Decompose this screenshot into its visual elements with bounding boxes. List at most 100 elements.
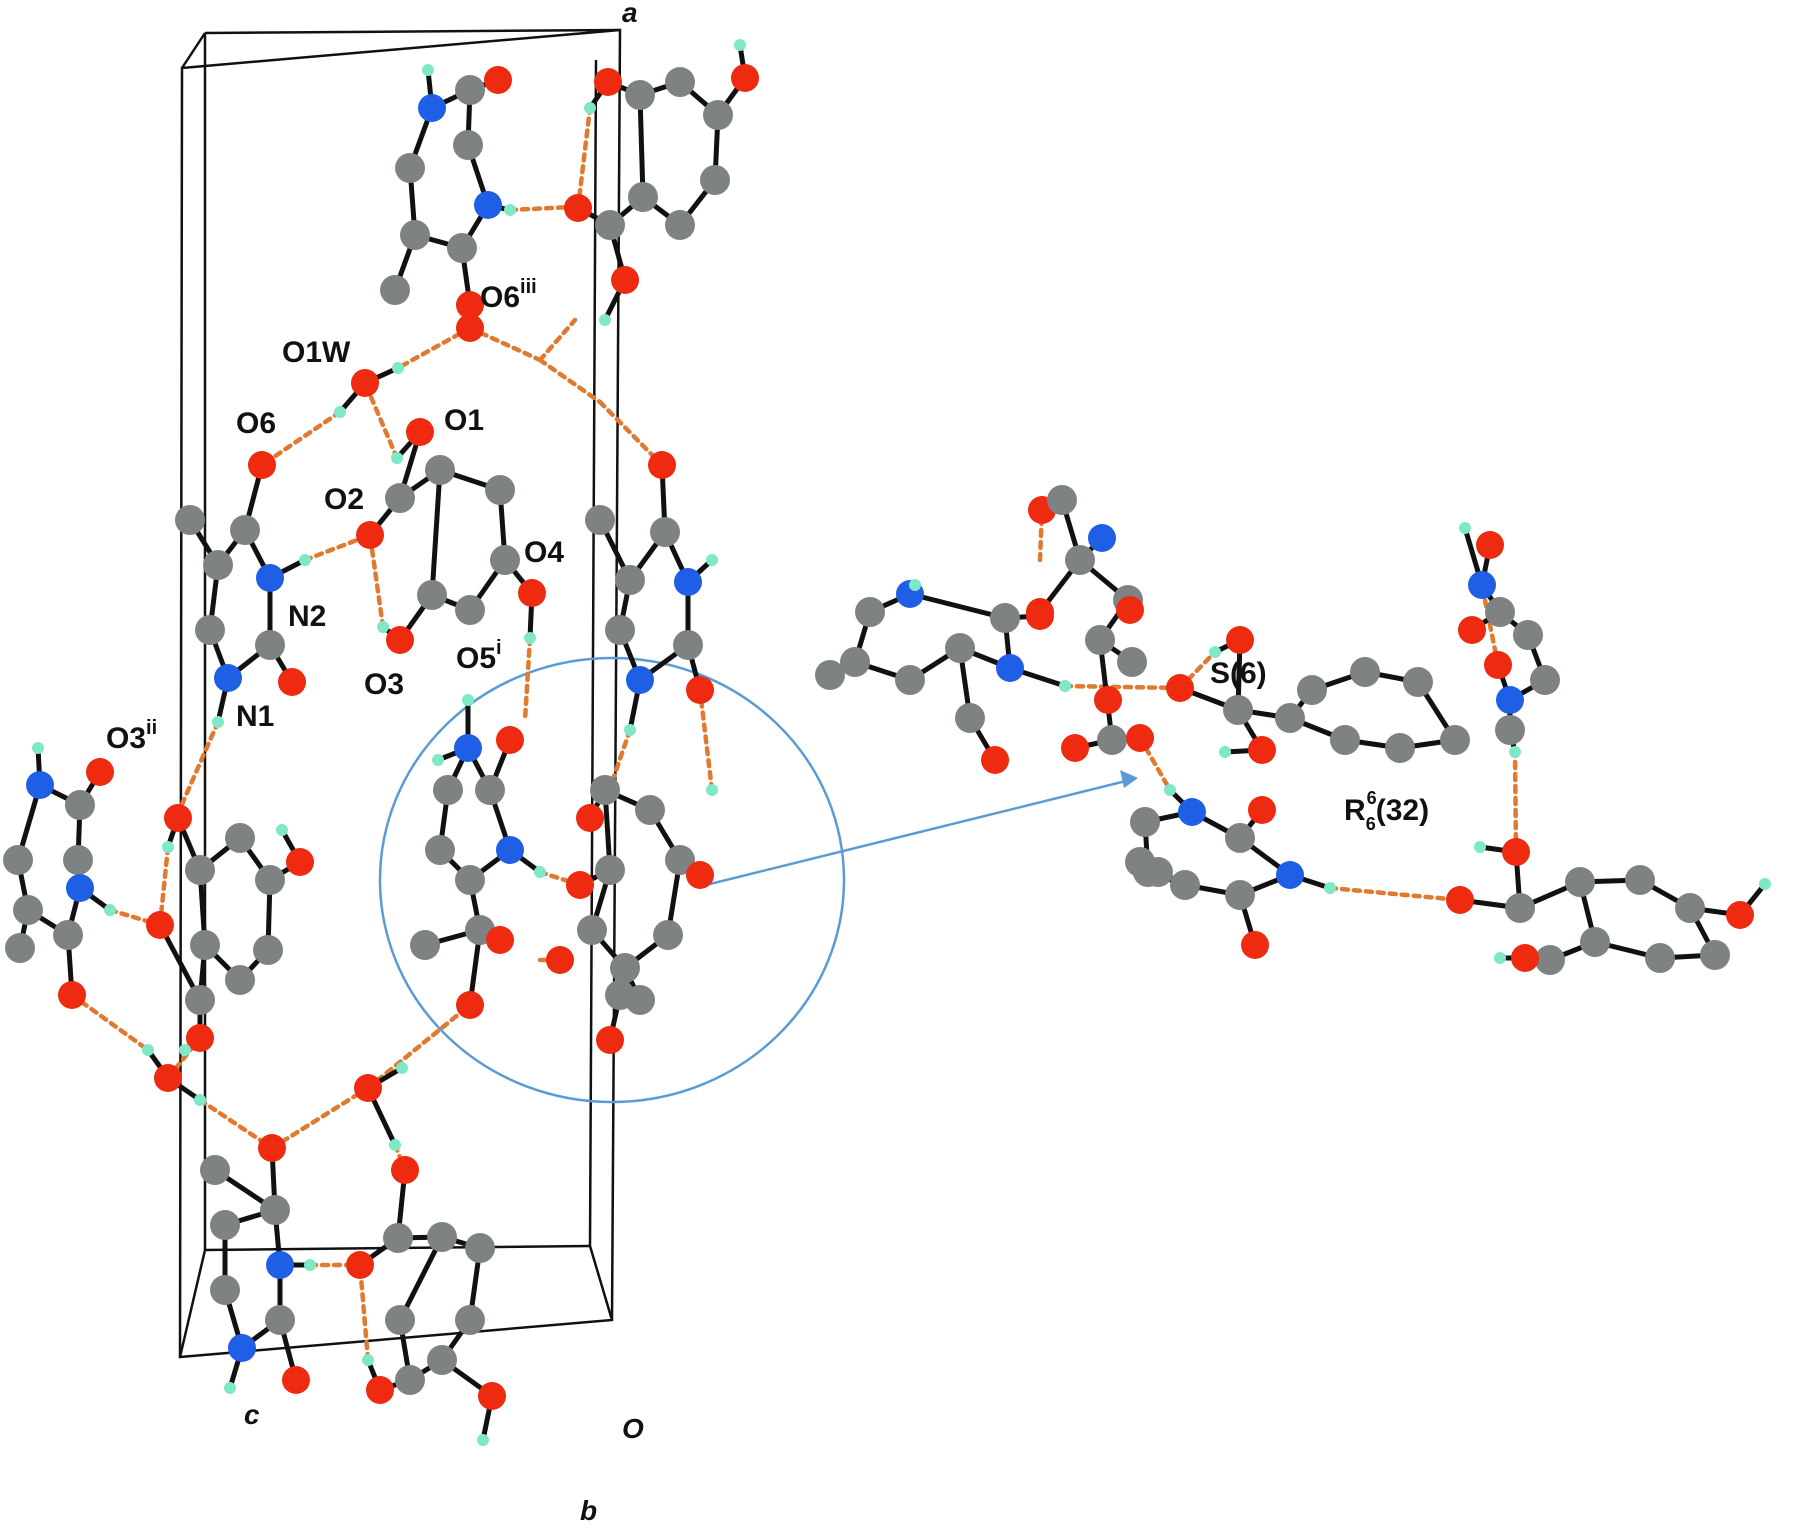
atom-c — [260, 1195, 290, 1225]
atom-o — [146, 911, 174, 939]
atom-c — [665, 67, 695, 97]
atom-c — [1330, 725, 1360, 755]
atom-o — [496, 726, 524, 754]
atom-o — [186, 1024, 214, 1052]
atom-c — [200, 1155, 230, 1185]
atom-n — [1496, 686, 1524, 714]
axis-label-a: a — [622, 0, 638, 28]
atom-o — [486, 926, 514, 954]
atom-o — [278, 668, 306, 696]
atom-c — [990, 603, 1020, 633]
atom-label-o6: O6 — [236, 407, 276, 440]
atom-c — [1125, 847, 1155, 877]
atom-o — [1458, 616, 1486, 644]
atom-o — [366, 1376, 394, 1404]
atom-c — [225, 965, 255, 995]
atom-h — [1474, 841, 1486, 853]
atom-h — [624, 724, 636, 736]
atom-o — [1476, 531, 1504, 559]
atom-c — [485, 475, 515, 505]
atom-h — [299, 554, 311, 566]
atom-c — [383, 1223, 413, 1253]
hydrogen-bond — [1327, 885, 1463, 903]
atom-c — [1130, 807, 1160, 837]
atom-o — [154, 1064, 182, 1092]
atom-o — [518, 579, 546, 607]
atom-c — [427, 1345, 457, 1375]
atom-label-n1: N1 — [236, 700, 274, 733]
atom-o — [1026, 602, 1054, 630]
atom-label-n2: N2 — [288, 600, 326, 633]
atom-h — [706, 554, 718, 566]
atom-o — [1094, 686, 1122, 714]
atom-c — [605, 615, 635, 645]
hydrogen-bond — [1177, 649, 1218, 691]
covalent-bond — [397, 1234, 445, 1323]
atom-label-o5i: O5i — [456, 637, 502, 675]
atom-c — [855, 597, 885, 627]
atom-label-o2: O2 — [324, 483, 364, 516]
hydrogen-bond — [507, 204, 575, 213]
atom-c — [665, 845, 695, 875]
atom-c — [1403, 667, 1433, 697]
atom-c — [673, 630, 703, 660]
atom-c — [945, 633, 975, 663]
hydrogen-bond — [357, 1262, 371, 1363]
atom-h — [392, 362, 404, 374]
atom-o — [648, 451, 676, 479]
atom-h — [389, 1139, 401, 1151]
atom-o — [282, 1366, 310, 1394]
atom-c — [417, 580, 447, 610]
atom-h — [734, 39, 746, 51]
atom-c — [625, 80, 655, 110]
atom-c — [1297, 675, 1327, 705]
atom-h — [391, 452, 403, 464]
atom-c — [230, 515, 260, 545]
atom-c — [175, 505, 205, 535]
atom-c — [453, 130, 483, 160]
hydrogen-bond — [1062, 683, 1183, 691]
atom-h — [276, 824, 288, 836]
atom-o — [686, 861, 714, 889]
zoom-callout — [378, 656, 1138, 1104]
callout-arrowhead — [1120, 770, 1138, 788]
atom-o — [351, 369, 379, 397]
atom-c — [63, 845, 93, 875]
atom-o — [566, 871, 594, 899]
atom-n — [26, 771, 54, 799]
atom-n — [996, 654, 1024, 682]
atom-c — [650, 517, 680, 547]
hydrogen-bonds — [69, 105, 1519, 1363]
atom-c — [1485, 597, 1515, 627]
atom-o — [1502, 838, 1530, 866]
atom-o — [456, 314, 484, 342]
atom-c — [1225, 880, 1255, 910]
atom-c — [400, 220, 430, 250]
atom-o — [356, 521, 384, 549]
atom-o — [478, 1382, 506, 1410]
atom-o — [346, 1251, 374, 1279]
atom-n — [496, 836, 524, 864]
atom-n — [454, 734, 482, 762]
atom-h — [1164, 784, 1176, 796]
atom-c — [1085, 625, 1115, 655]
axis-label-c: c — [244, 1399, 260, 1430]
atom-c — [665, 210, 695, 240]
atom-c — [895, 665, 925, 695]
atom-o — [1126, 724, 1154, 752]
atom-o — [981, 746, 1009, 774]
atom-h — [1509, 746, 1521, 758]
atom-h — [432, 754, 444, 766]
atom-c — [703, 100, 733, 130]
atom-c — [1565, 867, 1595, 897]
atom-c — [1505, 893, 1535, 923]
atom-c — [380, 275, 410, 305]
atom-c — [815, 660, 845, 690]
atom-h — [179, 1044, 191, 1056]
atom-h — [534, 866, 546, 878]
hydrogen-bond — [575, 105, 593, 211]
atom-n — [266, 1251, 294, 1279]
